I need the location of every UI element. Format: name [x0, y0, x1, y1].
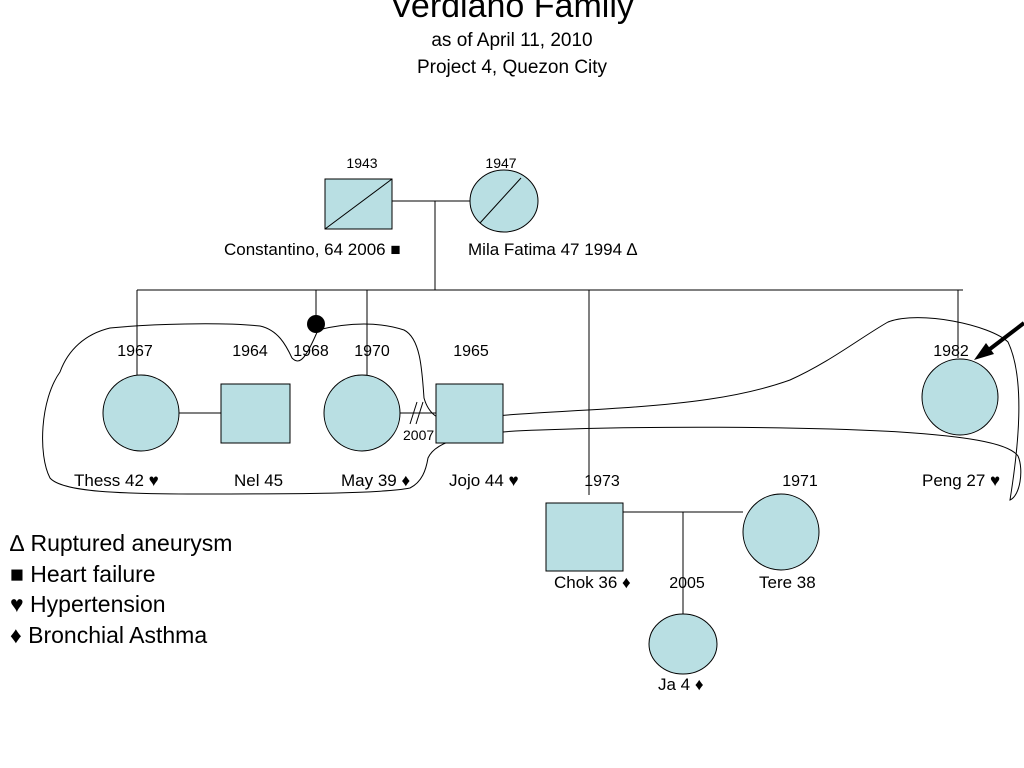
thess-symbol [102, 374, 180, 452]
ja-label: Ja 4 ♦ [658, 675, 704, 694]
thess-label: Thess 42 ♥ [74, 471, 159, 490]
chok-birth-year: 1973 [584, 473, 620, 490]
diagram-date: as of April 11, 2010 [431, 30, 593, 51]
nel-symbol [220, 383, 291, 444]
may-birth-year: 1970 [354, 343, 390, 360]
legend-item-bronchial-asthma: ♦ Bronchial Asthma [10, 621, 208, 648]
tere-label: Tere 38 [759, 573, 816, 592]
father-label: Constantino, 64 2006 ■ [224, 240, 401, 259]
household-enclosure [42, 317, 1022, 501]
jojo-birth-year: 1965 [453, 343, 489, 360]
may-label: May 39 ♦ [341, 471, 410, 490]
nel-birth-year: 1964 [232, 343, 268, 360]
mother-birth-year: 1947 [485, 155, 516, 171]
deceased-child-symbol [307, 315, 325, 333]
mother-symbol [469, 169, 539, 233]
jojo-symbol [435, 383, 504, 444]
diagram-title: Verdiano Family [390, 0, 634, 25]
legend-item-ruptured-aneurysm: ∆ Ruptured aneurysm [10, 530, 233, 556]
father-birth-year: 1943 [346, 155, 377, 171]
separation-year: 2007 [403, 427, 434, 443]
peng-birth-year: 1982 [933, 343, 969, 360]
marriage-year: 2005 [669, 575, 705, 592]
nel-label: Nel 45 [234, 471, 283, 490]
may-symbol [323, 374, 401, 452]
diagram-location: Project 4, Quezon City [416, 57, 608, 78]
tere-birth-year: 1971 [782, 473, 818, 490]
peng-symbol [921, 358, 999, 436]
tere-symbol [742, 493, 820, 571]
peng-label: Peng 27 ♥ [922, 471, 1000, 490]
father-symbol [324, 178, 393, 230]
legend-item-hypertension: ♥ Hypertension [10, 591, 166, 617]
mother-label: Mila Fatima 47 1994 ∆ [468, 240, 638, 259]
chok-label: Chok 36 ♦ [554, 573, 631, 592]
chok-symbol [545, 502, 624, 572]
thess-birth-year: 1967 [117, 343, 153, 360]
legend-item-heart-failure: ■ Heart failure [10, 560, 156, 587]
jojo-label: Jojo 44 ♥ [449, 471, 519, 490]
ja-symbol [648, 613, 718, 675]
deceased-child-year: 1968 [293, 343, 329, 360]
proband-arrow [974, 321, 1024, 360]
legend: ∆ Ruptured aneurysm ■ Heart failure ♥ Hy… [10, 528, 232, 650]
